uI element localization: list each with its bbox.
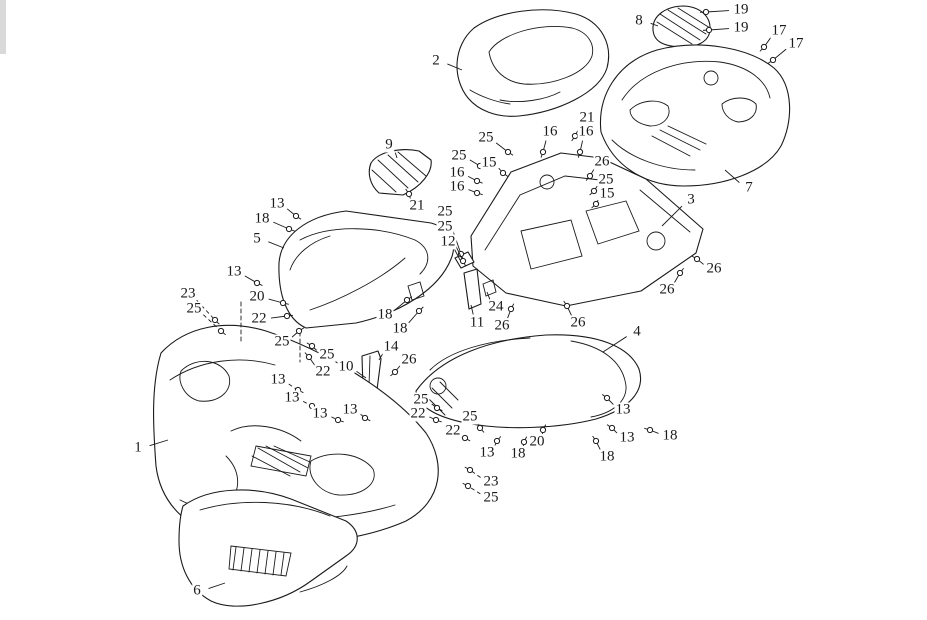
fastener-icon: [563, 300, 571, 310]
leader-line: [705, 10, 730, 13]
leader-line: [378, 353, 384, 361]
leader-line: [454, 249, 461, 261]
fastener-icon: [767, 56, 777, 64]
rear-fender-outline: [415, 334, 641, 429]
fastener-icon: [405, 188, 413, 198]
fastener-icon: [676, 267, 685, 277]
fastener-icon: [459, 257, 467, 267]
leader-line: [708, 28, 730, 31]
leader-line: [447, 63, 463, 71]
front-fender-assembly-outline: [153, 324, 439, 545]
fastener-icon: [493, 436, 502, 445]
fastener-icon: [691, 255, 701, 263]
leader-line: [486, 291, 491, 300]
fastener-icon: [702, 26, 713, 34]
fastener-icon: [589, 187, 598, 196]
fastener-icon: [279, 299, 289, 307]
leader-line: [331, 416, 339, 421]
fastener-icon: [390, 368, 399, 377]
fastener-icon: [601, 394, 611, 402]
front-fender-top-outline: [599, 44, 791, 187]
fastener-icon: [334, 416, 344, 424]
leader-line: [208, 582, 226, 589]
fastener-icon: [473, 189, 483, 197]
fastener-icon: [576, 148, 584, 158]
fastener-icon: [591, 200, 600, 209]
fastener-icon: [539, 148, 547, 158]
fastener-icon: [585, 172, 594, 181]
fastener-icon: [433, 404, 443, 412]
fastener-icon: [306, 342, 316, 350]
leader-line: [356, 370, 367, 379]
fastener-icon: [361, 414, 371, 422]
fastener-icon: [253, 279, 263, 287]
leader-line: [724, 169, 740, 183]
small-guard-outline: [368, 149, 432, 196]
fastener-icon: [304, 352, 313, 361]
fastener-icon: [571, 132, 579, 142]
fastener-icon: [539, 424, 547, 434]
scan-edge-artifact: [0, 0, 6, 54]
leader-line: [394, 152, 398, 159]
leader-line: [470, 304, 474, 315]
fastener-icon: [217, 327, 226, 336]
fastener-icon: [759, 43, 768, 52]
fastener-icon: [295, 327, 305, 335]
fastener-icon: [461, 434, 471, 442]
leader-line: [650, 22, 659, 27]
fastener-icon: [403, 296, 413, 304]
fastener-icon: [415, 306, 424, 315]
fastener-icon: [499, 169, 509, 177]
fastener-icon: [211, 316, 220, 325]
fastener-icon: [285, 225, 295, 233]
hood-panel-outline: [456, 9, 610, 117]
fastener-icon: [520, 436, 528, 446]
leader-line: [196, 299, 216, 321]
inner-floor-panel-outline: [470, 152, 704, 307]
side-cover-outline: [278, 210, 455, 329]
leader-line: [268, 241, 285, 249]
fastener-icon: [283, 312, 294, 320]
fastener-icon: [507, 303, 515, 313]
fastener-icon: [462, 482, 472, 490]
fastener-icon: [464, 466, 474, 474]
leader-line: [602, 336, 627, 353]
fastener-icon: [473, 177, 483, 185]
construction-lines: [240, 301, 301, 363]
fastener-icon: [432, 416, 442, 424]
fastener-icon: [699, 8, 710, 16]
fastener-icon: [644, 426, 654, 434]
fastener-icon: [476, 424, 485, 433]
front-bumper-outline: [178, 489, 358, 607]
leader-line: [149, 439, 169, 447]
fastener-icon: [606, 424, 616, 432]
fastener-icon: [504, 148, 514, 156]
fastener-icon: [592, 435, 600, 445]
leader-line: [661, 205, 683, 227]
fastener-icon: [292, 212, 302, 220]
leader-line: [467, 485, 481, 495]
fastener-icon: [476, 162, 486, 170]
